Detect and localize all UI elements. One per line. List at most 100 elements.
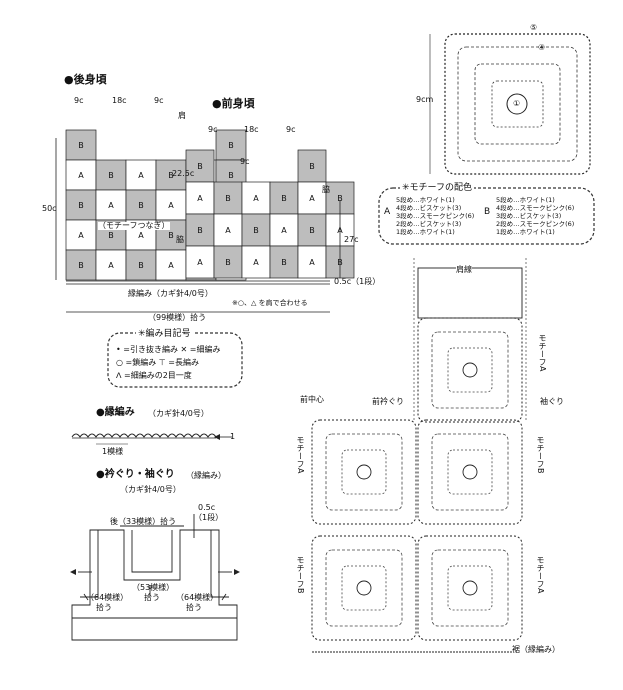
front-cell bbox=[241, 245, 271, 279]
back-cell-label: B bbox=[78, 261, 84, 270]
shoulder-line-label: 肩線 bbox=[456, 265, 472, 274]
color-b-item: 2段め…スモークピンク(6) bbox=[496, 220, 575, 228]
front-cell-label: A bbox=[225, 226, 231, 235]
neck-title-sub: （縁編み） bbox=[186, 471, 226, 480]
front-cell-label: A bbox=[281, 226, 287, 235]
center-front-label: 前中心 bbox=[300, 395, 324, 404]
motif-a-label-2: モチーフA bbox=[296, 436, 305, 474]
neck-edge-2: （1段） bbox=[194, 513, 224, 522]
color-b-label: B bbox=[484, 207, 491, 217]
neckline-label: 前衿ぐり bbox=[372, 397, 404, 406]
motif-layout bbox=[311, 258, 527, 653]
front-cell bbox=[297, 149, 327, 183]
back-cell bbox=[95, 189, 127, 221]
back-cell-label: A bbox=[138, 171, 144, 180]
left-arrow-icon bbox=[70, 569, 76, 575]
layout-motif-inner bbox=[325, 433, 403, 511]
back-cell bbox=[155, 189, 187, 221]
back-cell-label: A bbox=[168, 201, 174, 210]
layout-motif-core bbox=[341, 449, 387, 495]
border-sub: （カギ針4/0号） bbox=[148, 409, 209, 418]
front-cell-label: B bbox=[253, 226, 259, 235]
front-cell-label: B bbox=[197, 162, 203, 171]
armhole-label: 袖ぐり bbox=[540, 397, 564, 406]
back-width-mid: 18c bbox=[112, 96, 127, 105]
layout-motif-inner bbox=[431, 433, 509, 511]
back-cell-label: A bbox=[138, 231, 144, 240]
front-title: ●前身頃 bbox=[212, 97, 255, 110]
color-a-item: 1段め…ホワイト(1) bbox=[396, 228, 455, 236]
motif-detail bbox=[429, 33, 591, 175]
color-b-item: 3段め…ビスケット(3) bbox=[496, 212, 562, 220]
front-cell-label: B bbox=[225, 258, 231, 267]
layout-motif-inner bbox=[325, 549, 403, 627]
color-b-item: 4段め…スモークピンク(6) bbox=[496, 204, 575, 212]
front-cell-label: B bbox=[225, 194, 231, 203]
layout-motif-inner bbox=[431, 549, 509, 627]
front-cell-label: B bbox=[309, 226, 315, 235]
front-cell bbox=[185, 245, 215, 279]
symbols-line-2: ○ =鎖編み ⊤ =長編み bbox=[116, 358, 199, 367]
front-cell-label: B bbox=[281, 194, 287, 203]
right-pickup: （64模様） bbox=[176, 593, 219, 602]
back-cell bbox=[95, 249, 127, 281]
back-cell-label: B bbox=[168, 231, 174, 240]
hem-border-label: 裾（縁編み） bbox=[512, 645, 560, 654]
symbols-line-3: ᐱ =細編みの2目一度 bbox=[116, 371, 192, 380]
back-cell-label: A bbox=[78, 231, 84, 240]
layout-motif-center bbox=[462, 362, 478, 378]
front-cell-label: A bbox=[197, 194, 203, 203]
back-height-label: 50c bbox=[42, 204, 57, 213]
motif-size-label: 9cm bbox=[416, 95, 434, 104]
front-edge-label: 0.5c（1段） bbox=[334, 277, 381, 286]
front-cell bbox=[185, 149, 215, 183]
front-cell-label: A bbox=[309, 194, 315, 203]
left-pickup: （64模様） bbox=[86, 593, 129, 602]
color-a-list: 5段め…ホワイト(1)4段め…ビスケット(3)3段め…スモークピンク(6)2段め… bbox=[396, 196, 474, 236]
back-cell-label: B bbox=[228, 141, 234, 150]
front-cell-label: A bbox=[197, 258, 203, 267]
color-a-item: 4段め…ビスケット(3) bbox=[396, 204, 462, 212]
front-pickup-2: 拾う bbox=[144, 593, 160, 602]
front-cell bbox=[185, 181, 215, 215]
layout-motif bbox=[417, 419, 523, 525]
layout-motif-core bbox=[447, 449, 493, 495]
layout-motif-center bbox=[462, 464, 478, 480]
side-label-2: 脇 bbox=[176, 235, 184, 244]
front-cell-label: B bbox=[337, 194, 343, 203]
color-b-list: 5段め…ホワイト(1)4段め…スモークピンク(6)3段め…ビスケット(3)2段め… bbox=[496, 196, 574, 236]
back-pickup: 後（33模様）拾う bbox=[110, 517, 177, 526]
border-repeat: 1模様 bbox=[102, 447, 124, 456]
align-note: ※○、△ を肩で合わせる bbox=[232, 299, 308, 307]
back-width-left: 9c bbox=[74, 96, 84, 105]
border-title: ●縁編み bbox=[96, 407, 135, 418]
border-note: 縁編み（カギ針4/0号） bbox=[128, 289, 213, 298]
back-title: ●後身頃 bbox=[64, 73, 107, 86]
neck-edge: 0.5c bbox=[198, 503, 216, 512]
pickup-note: （99模様）拾う bbox=[148, 313, 207, 322]
shoulder-strap bbox=[417, 267, 523, 319]
back-cell-label: B bbox=[78, 201, 84, 210]
color-legend-title: ✳モチーフの配色 bbox=[400, 183, 475, 193]
layout-motif-core bbox=[447, 565, 493, 611]
color-legend-box bbox=[378, 187, 595, 245]
layout-motif-inner bbox=[431, 331, 509, 409]
layout-motif-core bbox=[447, 347, 493, 393]
symbols-line-1: • =引き抜き編み ✕ =細編み bbox=[116, 345, 221, 354]
motif-a-label-1: モチーフA bbox=[538, 334, 547, 372]
back-cell-label: B bbox=[108, 171, 114, 180]
join-note: （モチーフつなぎ） bbox=[98, 221, 170, 230]
shoulder-label: 肩 bbox=[178, 111, 186, 120]
neck-hook: （カギ針4/0号） bbox=[120, 485, 181, 494]
motif-round4: ④ bbox=[538, 43, 546, 52]
color-b-item: 1段め…ホワイト(1) bbox=[496, 228, 555, 236]
neck-title: ●衿ぐり・袖ぐり bbox=[96, 469, 175, 480]
front-cell-label: A bbox=[253, 258, 259, 267]
color-b-item: 5段め…ホワイト(1) bbox=[496, 196, 555, 204]
border-sample bbox=[71, 433, 232, 445]
right-arrow-icon bbox=[234, 569, 240, 575]
back-cell bbox=[125, 249, 157, 281]
front-cell-label: A bbox=[309, 258, 315, 267]
back-cell bbox=[65, 129, 97, 161]
back-cell-label: B bbox=[108, 231, 114, 240]
